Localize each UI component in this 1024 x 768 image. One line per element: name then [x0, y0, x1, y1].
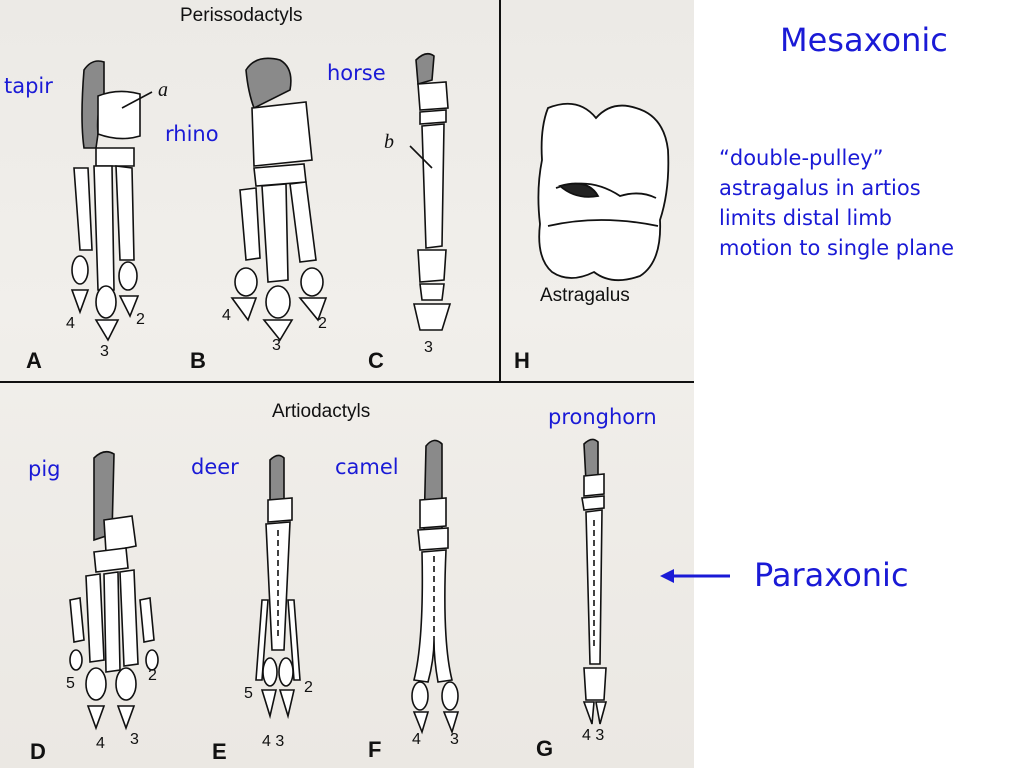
- caption-line: limits distal limb: [719, 206, 892, 230]
- caption-line: motion to single plane: [719, 236, 955, 260]
- artiodactyls-heading: Artiodactyls: [272, 401, 371, 422]
- rhino-foot-drawing: [230, 57, 328, 342]
- animal-label-rhino: rhino: [165, 122, 219, 146]
- digit-label: 4: [222, 307, 231, 324]
- animal-label-horse: horse: [327, 61, 386, 85]
- digit-label: 4: [412, 731, 421, 748]
- pointer-label-b: b: [384, 131, 394, 153]
- digit-label: 2: [148, 667, 157, 684]
- digit-label: 3: [100, 343, 109, 360]
- digit-label: 2: [318, 315, 327, 332]
- digit-label: 4: [96, 735, 105, 752]
- camel-foot-drawing: [411, 439, 460, 735]
- panel-letter-b: B: [190, 348, 206, 373]
- tapir-foot-drawing: [70, 60, 153, 342]
- digit-label: 4 3: [262, 733, 285, 750]
- astragalus-caption: “double-pulley” astragalus in artios lim…: [719, 143, 1019, 263]
- animal-label-camel: camel: [335, 455, 399, 479]
- digit-label: 3: [450, 731, 459, 748]
- pig-foot-drawing: [69, 450, 159, 731]
- mesaxonic-title: Mesaxonic: [780, 21, 948, 59]
- panel-letter-h: H: [514, 348, 530, 373]
- digit-label: 2: [136, 311, 145, 328]
- animal-label-deer: deer: [191, 455, 239, 479]
- animal-label-tapir: tapir: [4, 74, 53, 98]
- pronghorn-foot-drawing: [581, 438, 608, 725]
- limb-bone-figure: Perissodactyls Artiodactyls Astragalus A…: [0, 0, 694, 768]
- astragalus-drawing: [537, 102, 670, 282]
- deer-foot-drawing: [255, 454, 301, 720]
- caption-line: “double-pulley”: [719, 146, 884, 170]
- panel-letter-d: D: [30, 739, 46, 764]
- digit-label: 5: [66, 675, 75, 692]
- animal-label-pig: pig: [28, 457, 61, 481]
- digit-label: 4: [66, 315, 75, 332]
- digit-label: 3: [272, 337, 281, 354]
- panel-letter-c: C: [368, 348, 384, 373]
- panel-letter-e: E: [212, 739, 227, 764]
- left-arrow-icon: [660, 569, 730, 583]
- figure-dividers: [0, 0, 694, 383]
- panel-letter-a: A: [26, 348, 42, 373]
- panel-letter-f: F: [368, 737, 382, 762]
- pointer-label-a: a: [158, 79, 168, 101]
- digit-label: 4 3: [582, 727, 605, 744]
- animal-label-pronghorn: pronghorn: [548, 405, 657, 429]
- panel-letter-g: G: [536, 736, 554, 761]
- horse-foot-drawing: [409, 52, 452, 331]
- caption-line: astragalus in artios: [719, 176, 921, 200]
- digit-label: 3: [424, 339, 433, 356]
- digit-label: 5: [244, 685, 253, 702]
- digit-label: 2: [304, 679, 313, 696]
- digit-label: 3: [130, 731, 139, 748]
- paraxonic-label: Paraxonic: [754, 556, 909, 594]
- astragalus-label: Astragalus: [540, 285, 630, 306]
- perissodactyls-heading: Perissodactyls: [180, 5, 303, 26]
- figure-drawing: [0, 0, 694, 735]
